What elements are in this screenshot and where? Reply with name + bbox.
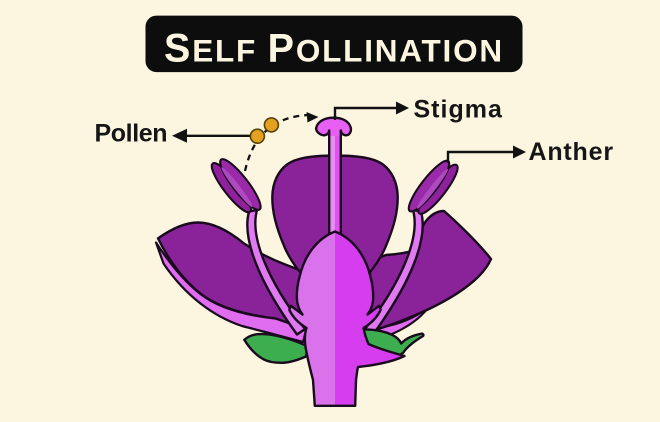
svg-text:SELF POLLINATION: SELF POLLINATION	[164, 27, 504, 71]
svg-text:Anther: Anther	[529, 138, 614, 166]
svg-text:Stigma: Stigma	[414, 95, 503, 123]
svg-text:Pollen: Pollen	[95, 120, 168, 148]
